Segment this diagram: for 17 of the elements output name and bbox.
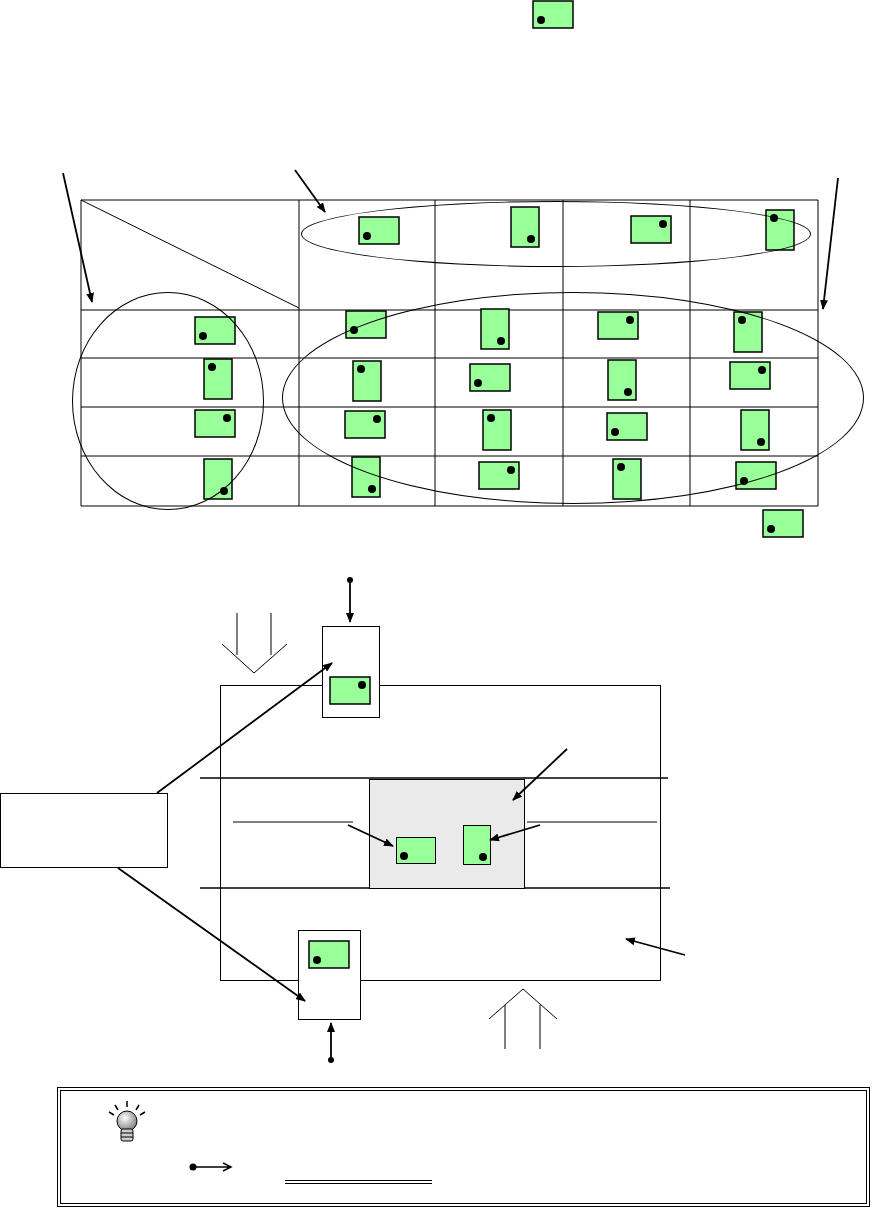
arrow xyxy=(820,177,839,310)
arrow xyxy=(347,824,394,847)
arrow xyxy=(512,748,568,801)
arrow xyxy=(489,824,541,842)
arrow xyxy=(156,662,333,794)
shaded-panel xyxy=(369,779,525,889)
dot-card xyxy=(396,837,436,864)
arrow xyxy=(62,172,94,303)
arrow xyxy=(625,937,686,956)
arrow xyxy=(294,169,326,213)
door-box xyxy=(322,626,380,718)
door-box xyxy=(298,930,361,1020)
arrow xyxy=(346,577,354,623)
arrow xyxy=(327,1022,335,1063)
arrow xyxy=(117,867,306,1002)
dot-card xyxy=(463,825,491,865)
callout-box xyxy=(0,793,168,868)
